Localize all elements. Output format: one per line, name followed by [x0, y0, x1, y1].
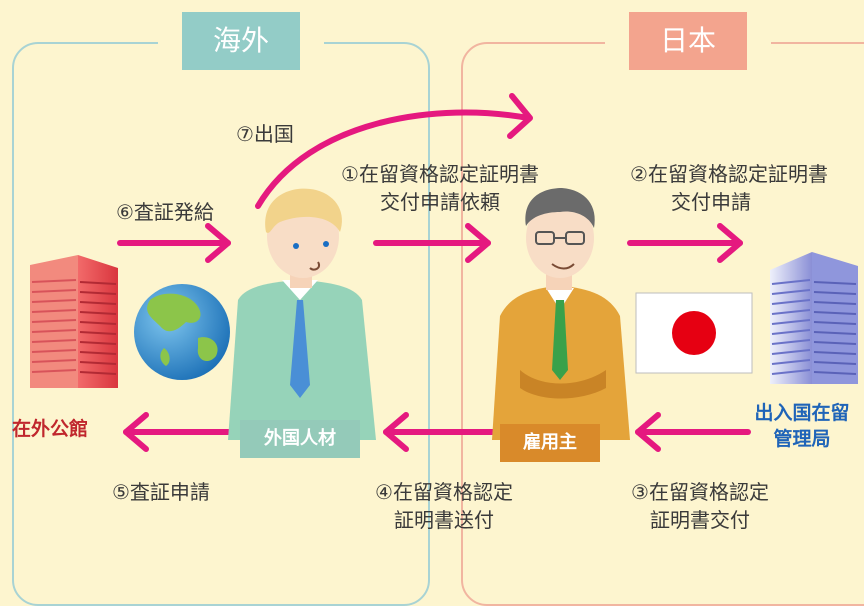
- arrow-visa-issuance: [117, 223, 231, 263]
- step-2-line-1: ②在留資格認定証明書: [630, 162, 828, 186]
- step-3-line-1: ③在留資格認定: [631, 480, 769, 504]
- immigration-building-icon: [770, 252, 858, 384]
- arrow-departure: [255, 93, 533, 209]
- overseas-title: 海外: [158, 12, 324, 70]
- step-6-label: ⑥査証発給: [116, 200, 214, 224]
- foreign-person-icon: [228, 188, 376, 440]
- immigration-line-2: 管理局: [773, 428, 831, 450]
- step-1-label: ①在留資格認定証明書 交付申請依頼: [340, 160, 540, 216]
- arrow-certificate-issuance: [635, 412, 751, 452]
- embassy-label: 在外公館: [12, 418, 89, 440]
- step-2-line-2: 交付申請: [671, 190, 751, 214]
- step-3-line-2: 証明書交付: [650, 508, 750, 532]
- employer-tag: 雇用主: [500, 424, 600, 462]
- step-7-label: ⑦出国: [236, 122, 294, 146]
- step-4-line-2: 証明書送付: [394, 508, 494, 532]
- immigration-line-1: 出入国在留: [754, 402, 850, 424]
- globe-icon: [134, 284, 230, 380]
- arrow-visa-application: [123, 412, 239, 452]
- step-4-line-1: ④在留資格認定: [375, 480, 513, 504]
- employer-person-icon: [492, 188, 630, 440]
- japan-flag-icon: [635, 292, 753, 374]
- embassy-building-icon: [30, 255, 118, 388]
- immigration-label: 出入国在留 管理局: [738, 400, 864, 452]
- step-2-label: ②在留資格認定証明書 交付申請: [620, 160, 838, 216]
- step-5-label: ⑤査証申請: [112, 480, 210, 504]
- foreign-talent-tag: 外国人材: [240, 420, 360, 458]
- arrow-certificate-send: [383, 412, 497, 452]
- visa-process-diagram: 海外 日本: [12, 12, 864, 606]
- japan-title: 日本: [605, 12, 771, 70]
- step-3-label: ③在留資格認定 証明書交付: [610, 478, 790, 534]
- step-1-line-2: 交付申請依頼: [380, 190, 500, 214]
- arrow-application-request: [373, 223, 491, 263]
- diagram-graphics: [30, 93, 858, 452]
- arrow-application: [627, 223, 743, 263]
- step-1-line-1: ①在留資格認定証明書: [341, 162, 539, 186]
- step-4-label: ④在留資格認定 証明書送付: [354, 478, 534, 534]
